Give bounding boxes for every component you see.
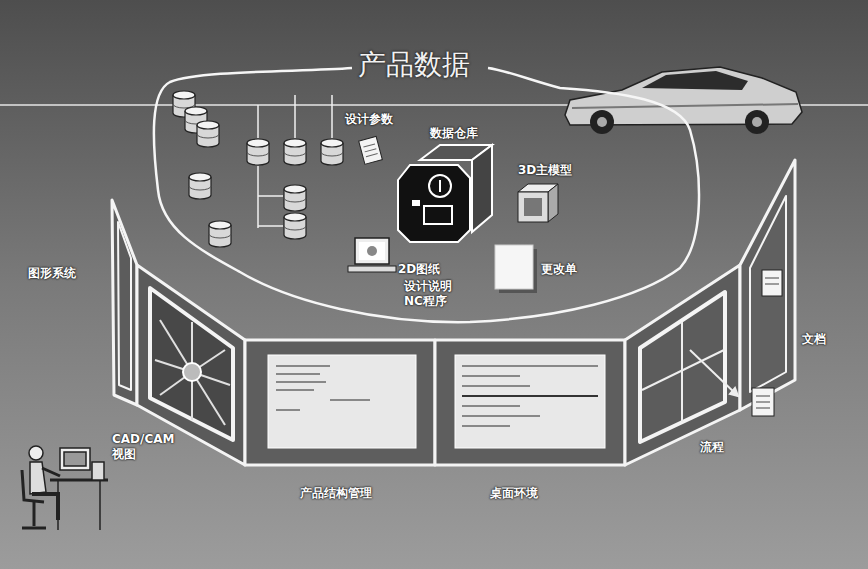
screenshots [268,355,605,448]
document-icons [752,270,782,416]
folding-screen [112,160,795,465]
item-label: 2D图纸 [398,262,440,277]
item-label: 3D主模型 [518,163,572,178]
item-label: 设计说明 NC程序 [404,279,456,309]
flow-image [642,322,738,422]
monitor-icon [348,238,396,272]
panel-label: 流程 [700,440,724,455]
item-label: 更改单 [541,262,577,277]
region-heading: 产品数据 [358,48,470,82]
panel-label: 图形系统 [28,266,76,281]
panel-label: 桌面环境 [490,486,538,501]
cube-icon [518,184,558,222]
panel-label: 产品结构管理 [300,486,372,501]
item-label: 数据仓库 [430,126,478,141]
panel-label: CAD/CAM 视图 [112,432,182,462]
cad-view-image [155,320,230,425]
horizon-line [0,104,868,106]
item-label: 设计参数 [345,112,393,127]
change-order-icon [495,245,537,293]
paper-icon [359,136,383,164]
panel-label: 文档 [802,332,826,347]
data-warehouse-icon [398,145,492,242]
person-at-computer [22,446,108,530]
database-icons [173,91,343,247]
